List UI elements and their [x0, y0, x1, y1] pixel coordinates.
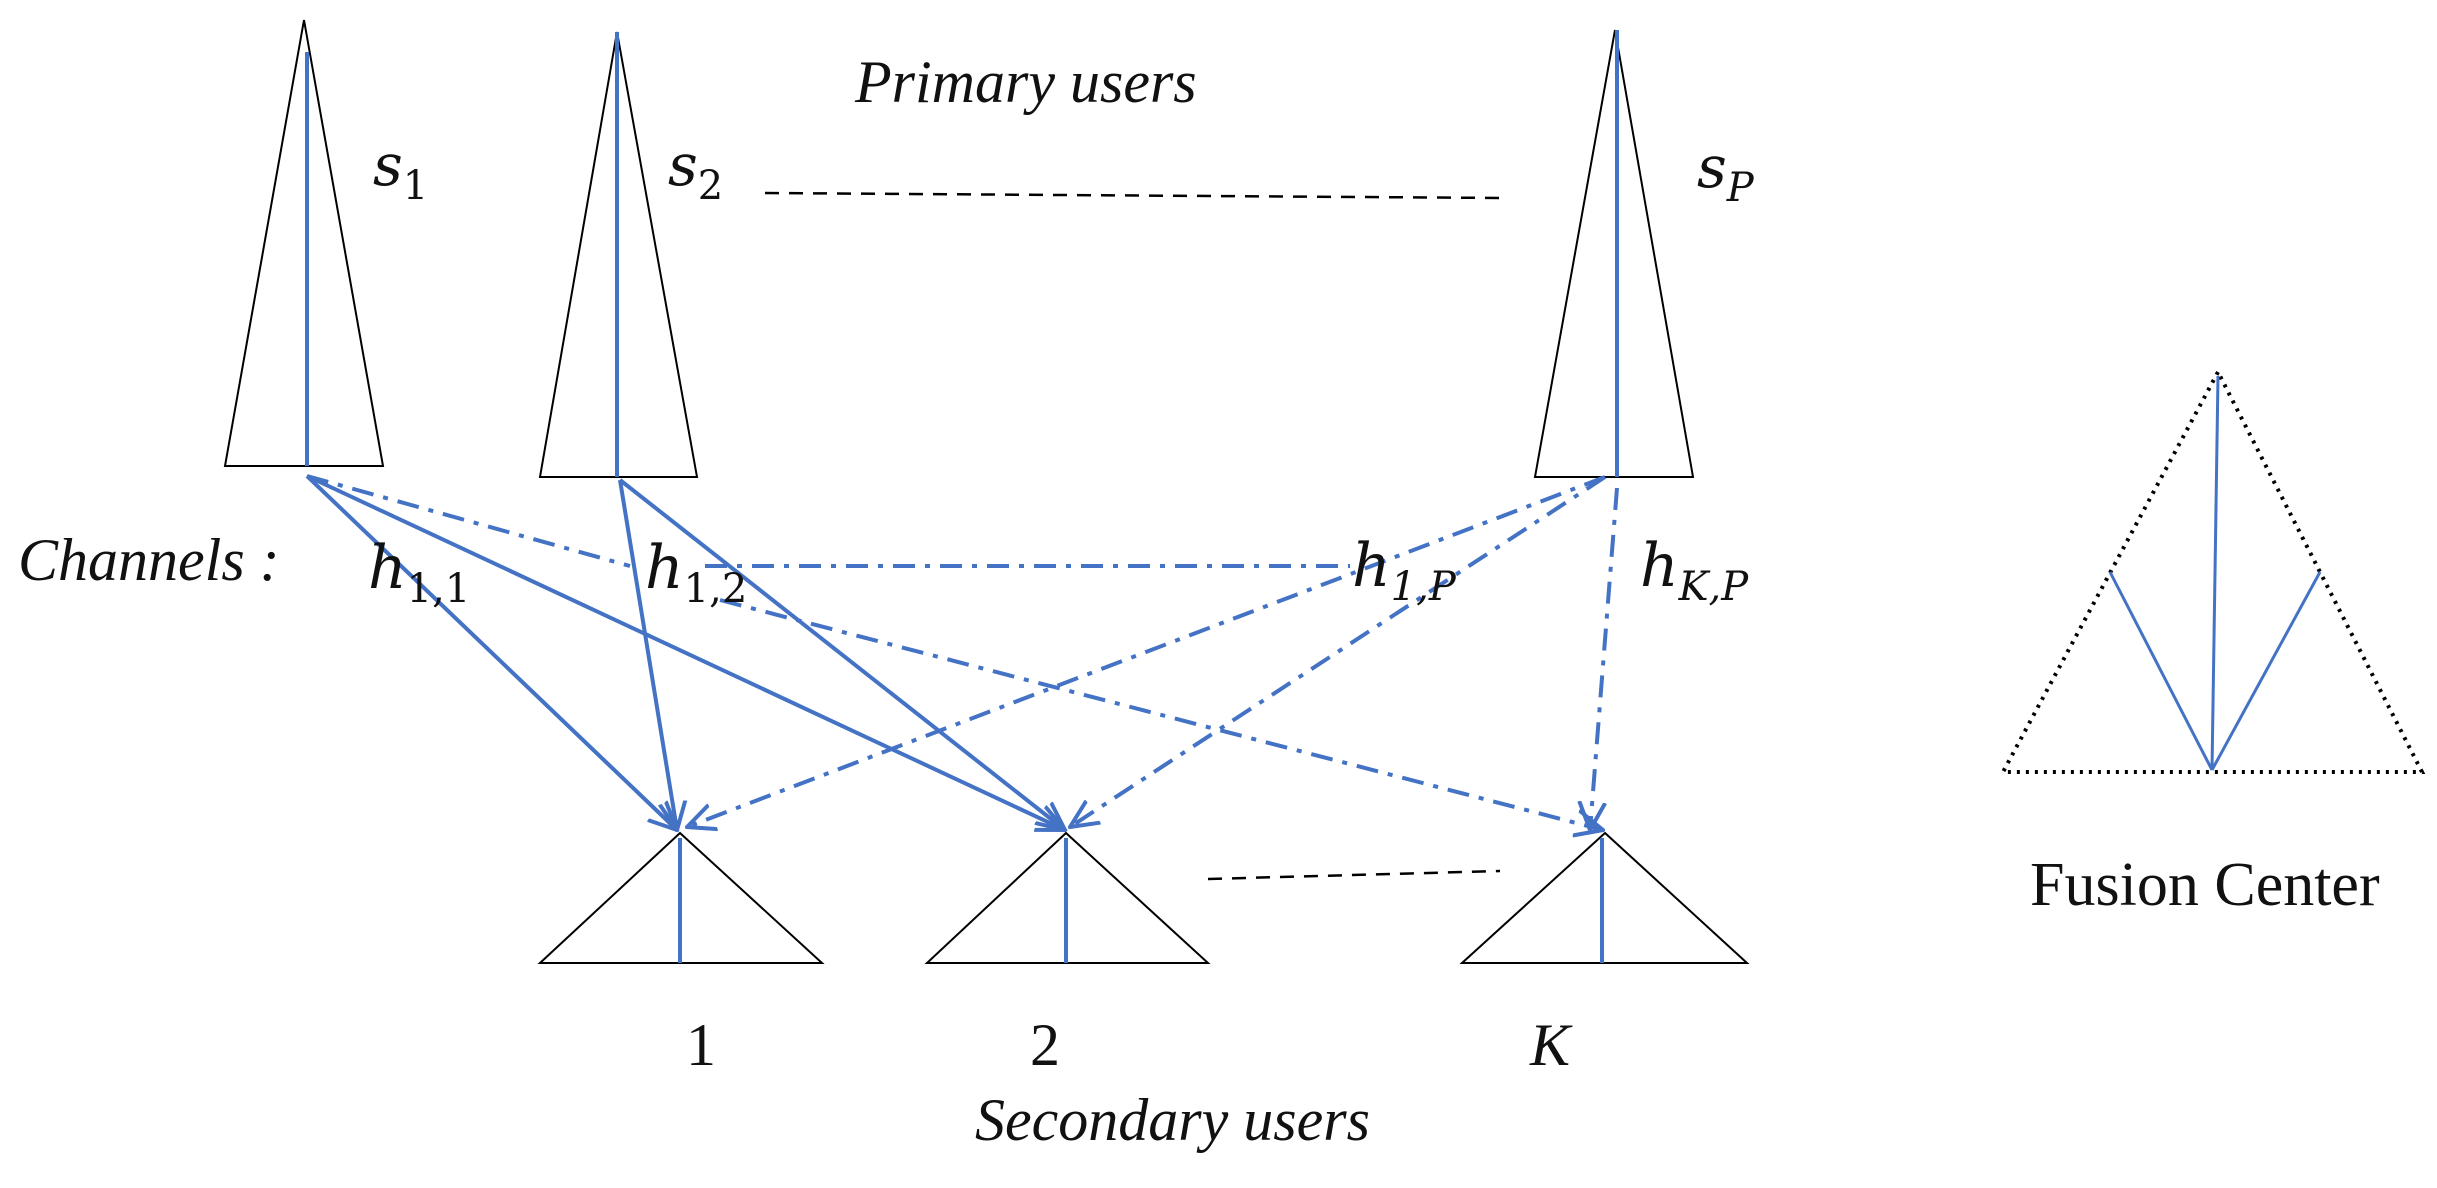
primary-user-label-sp: sP — [1697, 133, 1755, 211]
link-sP-suK — [1590, 487, 1619, 830]
link-s2-su2 — [618, 478, 1065, 830]
channel-links-dashdot — [306, 474, 1619, 830]
secondary-user-2 — [924, 831, 1211, 964]
primary-ellipsis — [764, 191, 1506, 200]
channel-label-hkp: hK,P — [1640, 531, 1749, 610]
channels-label: Channels : — [18, 527, 280, 593]
channel-label-h11: h1,1 — [368, 533, 470, 612]
secondary-user-label-2: 2 — [1030, 1012, 1060, 1078]
link-s1-su2 — [306, 474, 1065, 830]
fusion-center-icon — [1999, 367, 2426, 774]
channel-label-h12: h1,2 — [645, 533, 747, 612]
primary-user-label-s2: s2 — [668, 131, 723, 209]
secondary-user-label-1: 1 — [686, 1012, 716, 1078]
fusion-center-label: Fusion Center — [2030, 851, 2380, 919]
primary-tower-1 — [223, 19, 385, 467]
secondary-ellipsis — [1207, 869, 1501, 881]
primary-tower-2 — [538, 31, 699, 478]
primary-user-label-s1: s1 — [373, 131, 428, 209]
link-s1-h12 — [306, 474, 631, 568]
link-sP-su2 — [1070, 475, 1607, 827]
link-s1-su1 — [305, 474, 677, 830]
channel-label-h1p: h1,P — [1352, 531, 1457, 610]
secondary-users-label: Secondary users — [975, 1087, 1370, 1153]
secondary-user-label-k: K — [1529, 1012, 1573, 1078]
secondary-user-k — [1459, 831, 1750, 964]
channel-links-solid — [305, 474, 1065, 830]
link-s2-suK — [719, 598, 1603, 830]
secondary-user-1 — [537, 831, 825, 964]
primary-tower-p — [1533, 29, 1695, 478]
link-s2-su1 — [618, 479, 677, 830]
link-sP-su1 — [687, 475, 1606, 827]
primary-users-label: Primary users — [854, 49, 1197, 115]
